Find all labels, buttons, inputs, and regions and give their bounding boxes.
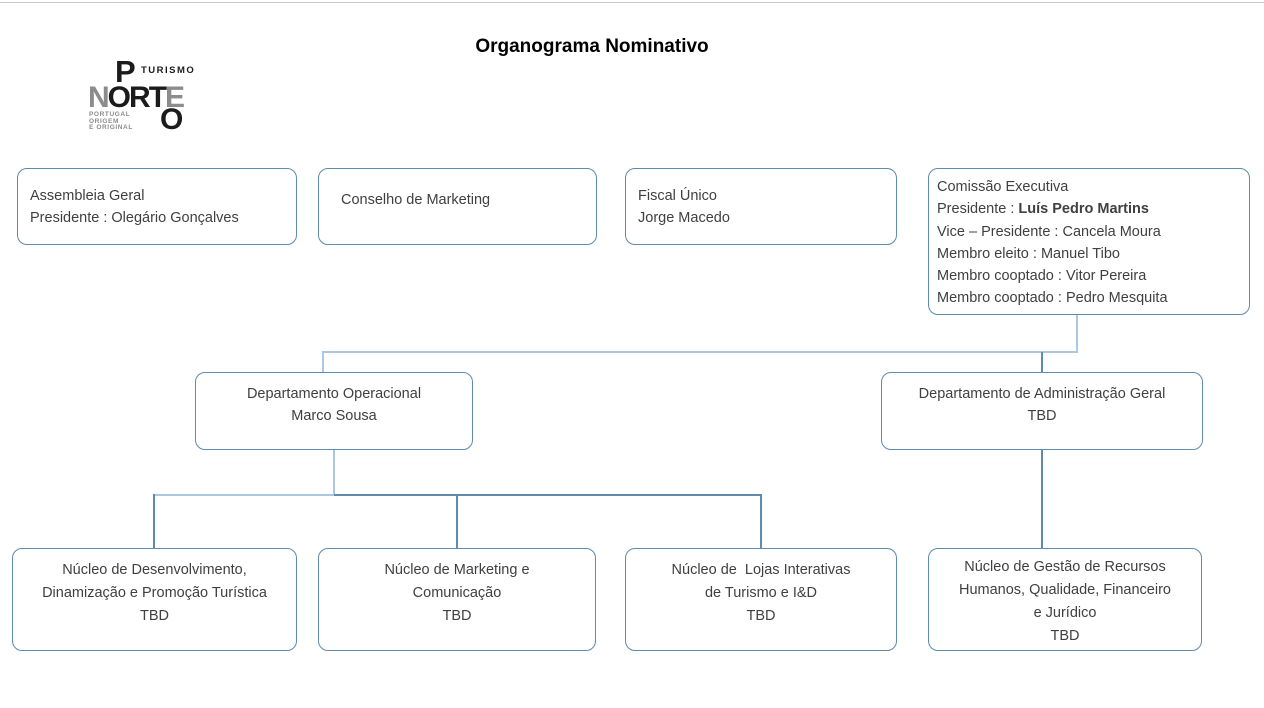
connector-line: [334, 494, 761, 496]
node-title: Departamento de Administração Geral: [918, 386, 1166, 402]
node-person: Jorge Macedo: [638, 209, 730, 226]
node-person: TBD: [1027, 408, 1057, 424]
connector-line: [322, 351, 324, 372]
node-title: Conselho de Marketing: [341, 191, 491, 208]
connector-line: [1041, 352, 1043, 372]
connector-line: [760, 494, 762, 548]
logo-tagline-line: ORIGEM: [89, 117, 119, 125]
node-title: Humanos, Qualidade, Financeiro: [959, 582, 1171, 598]
connector-line: [1041, 450, 1043, 548]
node-title: Departamento Operacional: [246, 386, 422, 402]
node-person: TBD: [442, 608, 472, 624]
slide-top-edge: [0, 2, 1264, 3]
logo-letter-o-bottom: O: [160, 103, 184, 136]
node-departamento-operacional: Departamento Operacional Marco Sousa: [195, 372, 473, 450]
node-member-line: Membro cooptado : Pedro Mesquita: [937, 290, 1168, 307]
logo-tagline-line: E ORIGINAL: [89, 124, 133, 131]
node-person: TBD: [746, 608, 776, 624]
node-conselho-marketing: Conselho de Marketing: [318, 168, 597, 245]
node-nucleo-marketing-comunicacao: Núcleo de Marketing e Comunicação TBD: [318, 548, 596, 651]
node-nucleo-desenvolvimento: Núcleo de Desenvolvimento, Dinamização e…: [12, 548, 297, 651]
node-title: Núcleo de Lojas Interativas: [671, 562, 851, 578]
node-title: Núcleo de Gestão de Recursos: [964, 559, 1166, 575]
connector-line: [333, 450, 335, 495]
node-title: Comunicação: [412, 585, 502, 601]
connector-line: [153, 494, 334, 496]
node-title: Dinamização e Promoção Turística: [42, 585, 267, 601]
node-presidente-line: Presidente : Luís Pedro Martins: [937, 198, 1249, 220]
logo-tagline: PORTUGAL ORIGEM E ORIGINAL: [89, 111, 133, 132]
logo-letter-e: E: [165, 81, 185, 114]
node-person: Presidente : Olegário Gonçalves: [30, 209, 239, 226]
logo-letter-o: O: [107, 81, 131, 114]
node-title: Comissão Executiva: [937, 179, 1069, 195]
logo-turismo-text: TURISMO: [141, 65, 196, 76]
logo-norte-word: NORTE: [88, 81, 185, 115]
connector-line: [153, 494, 155, 548]
node-departamento-administracao-geral: Departamento de Administração Geral TBD: [881, 372, 1203, 450]
node-title: e Jurídico: [1033, 605, 1097, 621]
connector-line: [456, 494, 458, 548]
node-person: TBD: [1050, 628, 1080, 644]
node-nucleo-lojas-interativas: Núcleo de Lojas Interativas de Turismo e…: [625, 548, 897, 651]
node-assembleia-geral: Assembleia Geral Presidente : Olegário G…: [17, 168, 297, 245]
turismo-porto-norte-logo: P TURISMO NORTE O PORTUGAL ORIGEM E ORIG…: [88, 54, 212, 136]
connector-line: [1076, 315, 1078, 352]
node-fiscal-unico: Fiscal Único Jorge Macedo: [625, 168, 897, 245]
node-comissao-executiva: Comissão Executiva Presidente : Luís Ped…: [928, 168, 1250, 315]
presidente-name: Luís Pedro Martins: [1018, 201, 1149, 218]
node-person: TBD: [140, 608, 169, 624]
node-title: de Turismo e I&D: [704, 585, 817, 601]
presidente-label: Presidente :: [937, 201, 1019, 218]
node-title: Núcleo de Marketing e: [384, 562, 530, 578]
page-title: Organograma Nominativo: [475, 36, 709, 57]
node-person: Marco Sousa: [291, 408, 377, 424]
node-title: Núcleo de Desenvolvimento,: [62, 562, 247, 578]
logo-letter-n: N: [88, 81, 110, 114]
connector-line: [322, 351, 1078, 353]
node-title: Fiscal Único: [638, 187, 717, 204]
logo-tagline-line: PORTUGAL: [89, 111, 131, 118]
node-member-line: Membro eleito : Manuel Tibo: [937, 245, 1120, 262]
logo-letter-p: P: [115, 54, 136, 89]
node-title: Assembleia Geral: [30, 187, 145, 204]
logo-letter-r: R: [129, 81, 151, 114]
node-member-line: Membro cooptado : Vitor Pereira: [937, 268, 1147, 285]
logo-letter-t: T: [148, 81, 167, 114]
node-member-line: Vice – Presidente : Cancela Moura: [937, 223, 1161, 240]
node-nucleo-gestao-recursos: Núcleo de Gestão de Recursos Humanos, Qu…: [928, 548, 1202, 651]
